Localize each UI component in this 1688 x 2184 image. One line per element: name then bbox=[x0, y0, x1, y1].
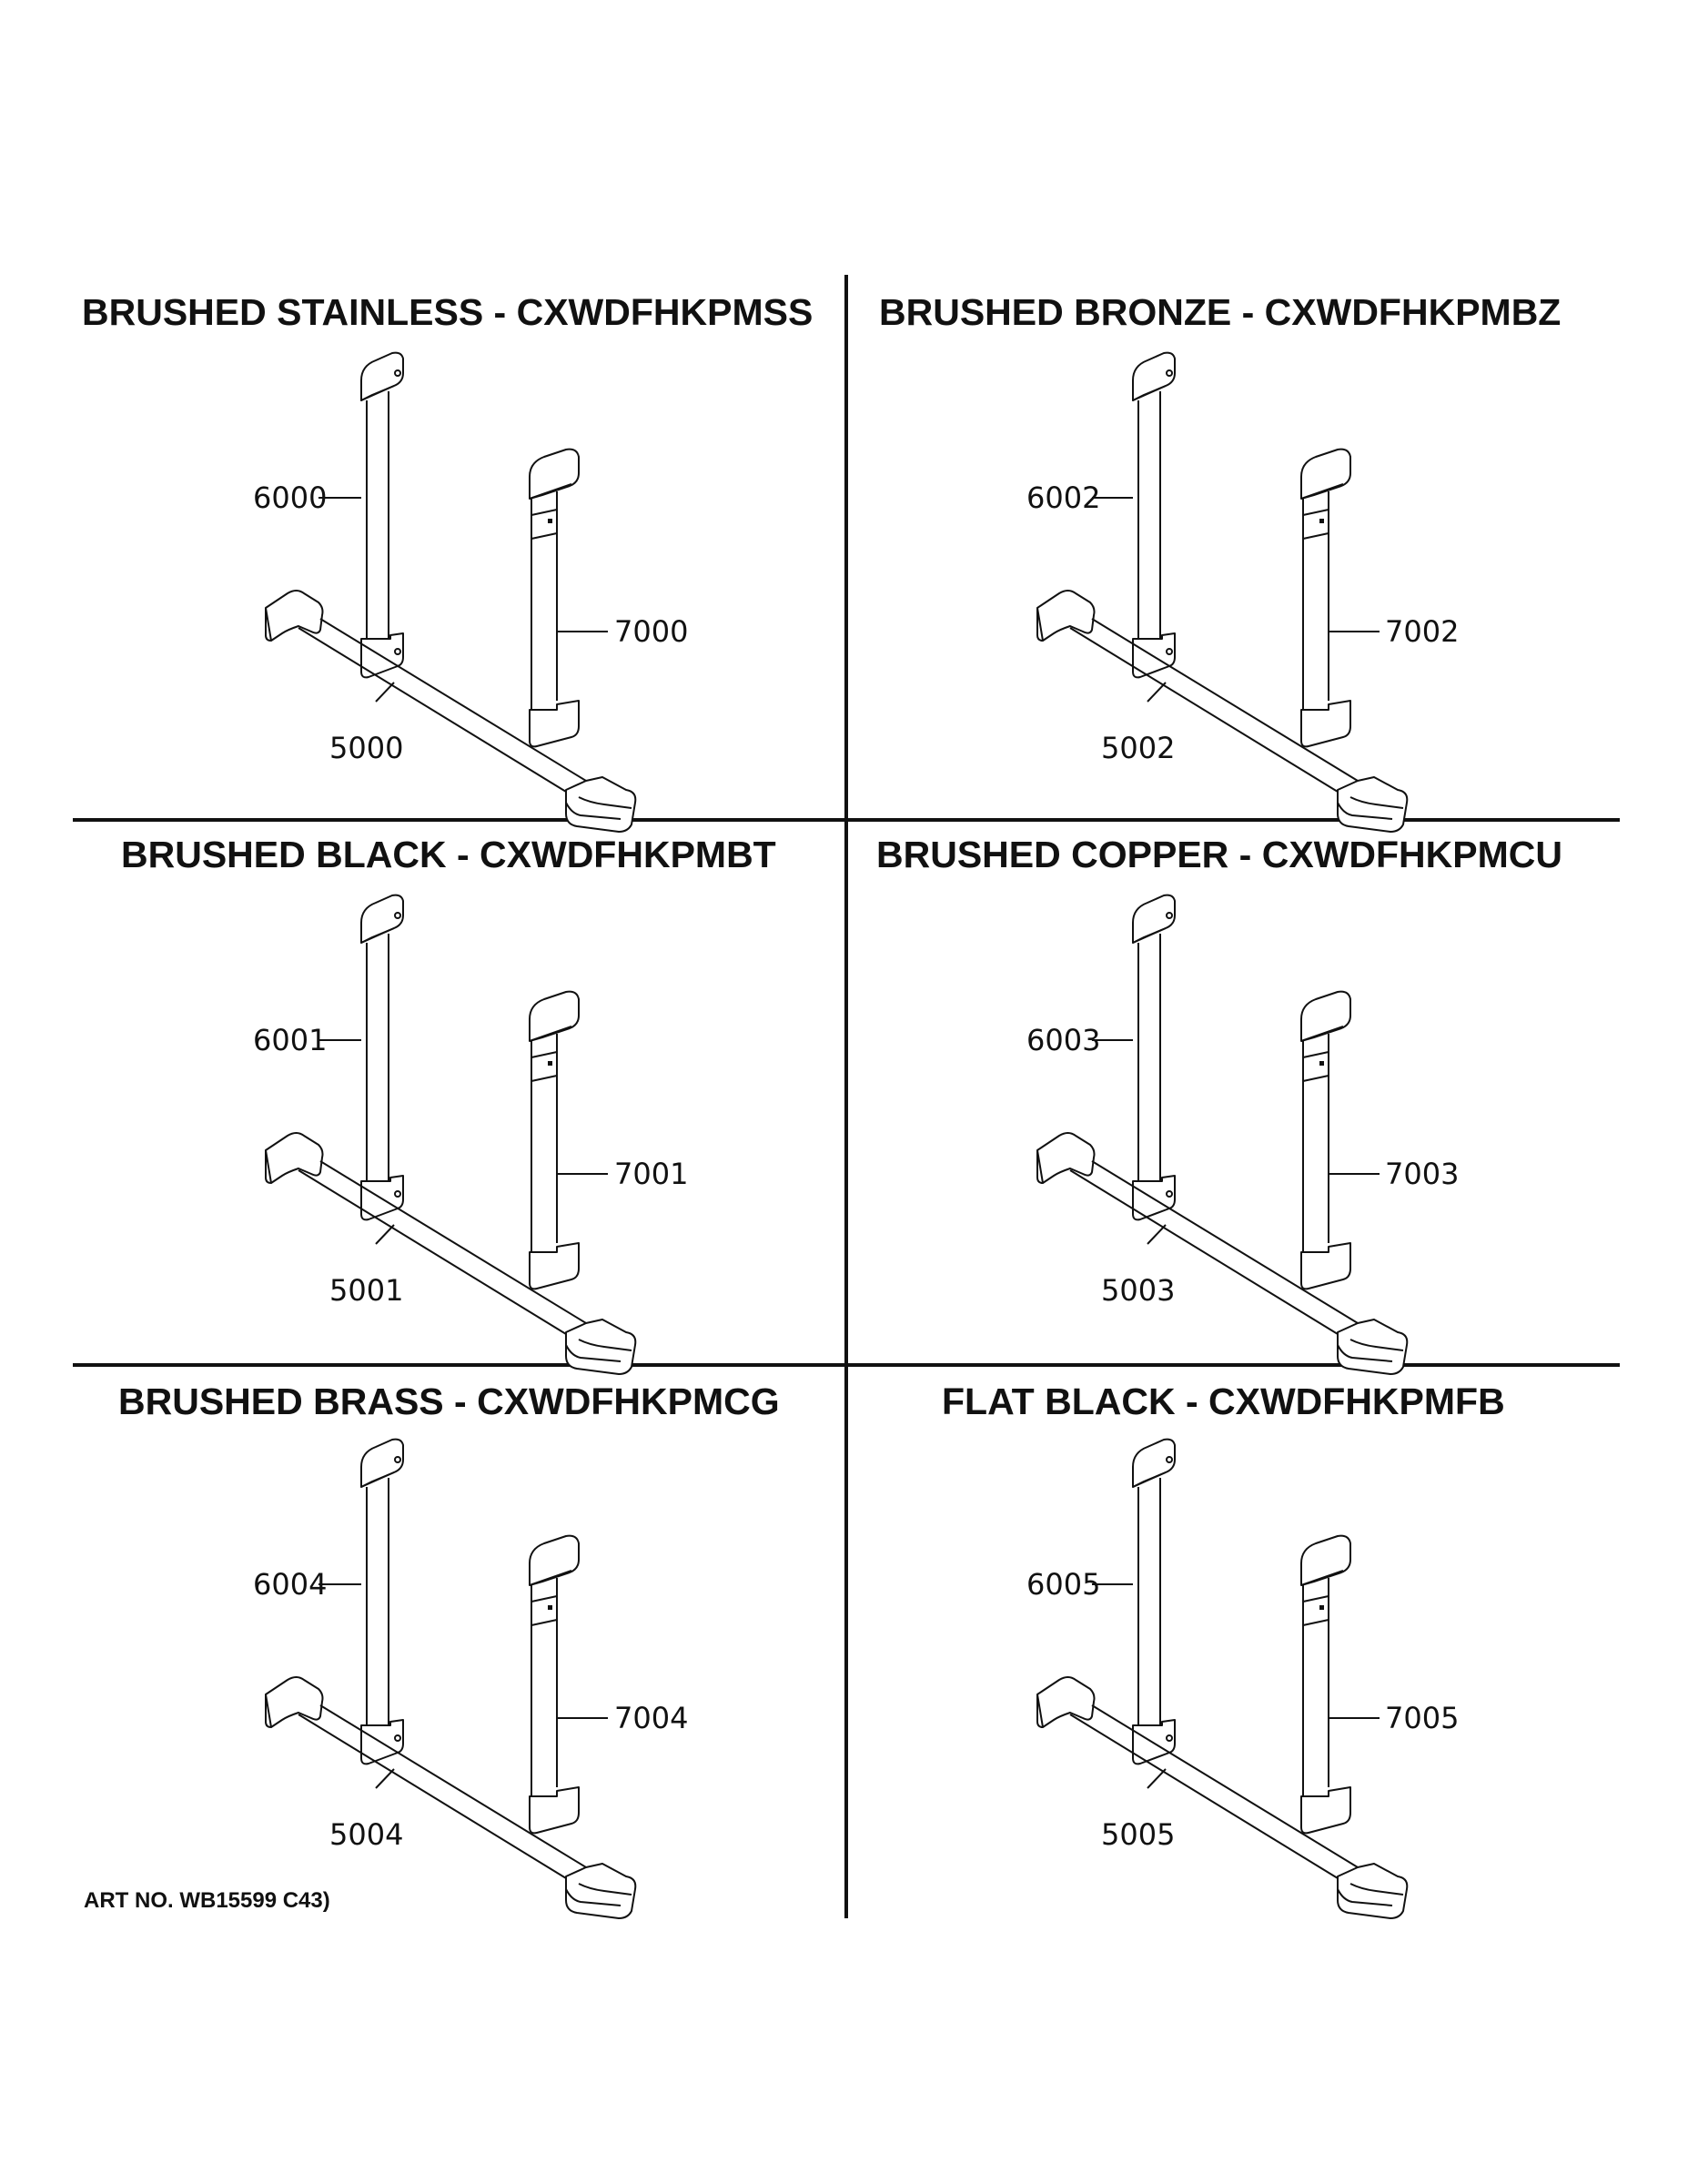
drawer-handle-part bbox=[265, 590, 637, 833]
callout-door-handle: 7002 bbox=[1385, 614, 1459, 649]
callout-drawer-handle: 5005 bbox=[1101, 1817, 1175, 1852]
callout-door-handle: 7003 bbox=[1385, 1157, 1459, 1191]
callout-door-handle: 7004 bbox=[614, 1701, 688, 1735]
side-handle-part bbox=[1132, 351, 1176, 679]
door-handle-part bbox=[1300, 1534, 1351, 1835]
panel-brushed-brass: BRUSHED BRASS - CXWDFHKPMCG 6004 7004 50… bbox=[118, 1380, 780, 1919]
callout-door-handle: 7005 bbox=[1385, 1701, 1459, 1735]
panel-brushed-black: BRUSHED BLACK - CXWDFHKPMBT 6001 7001 50… bbox=[121, 834, 776, 1375]
panel-title: FLAT BLACK - CXWDFHKPMFB bbox=[942, 1380, 1505, 1422]
callout-side-handle: 6001 bbox=[253, 1023, 327, 1057]
drawer-handle-part bbox=[265, 1676, 637, 1919]
door-handle-part bbox=[529, 448, 580, 748]
drawer-handle-part bbox=[1036, 1132, 1409, 1375]
callout-door-handle: 7001 bbox=[614, 1157, 688, 1191]
door-handle-part bbox=[529, 990, 580, 1290]
art-number: ART NO. WB15599 C43) bbox=[84, 1888, 330, 1913]
door-handle-part bbox=[529, 1534, 580, 1835]
door-handle-part bbox=[1300, 448, 1351, 748]
callout-drawer-handle: 5003 bbox=[1101, 1273, 1175, 1308]
callout-drawer-handle: 5002 bbox=[1101, 731, 1175, 765]
side-handle-part bbox=[1132, 894, 1176, 1221]
callout-side-handle: 6003 bbox=[1026, 1023, 1100, 1057]
drawer-handle-part bbox=[265, 1132, 637, 1375]
panel-title: BRUSHED BLACK - CXWDFHKPMBT bbox=[121, 834, 776, 875]
side-handle-part bbox=[1132, 1438, 1176, 1765]
callout-drawer-handle: 5004 bbox=[329, 1817, 403, 1852]
callout-side-handle: 6004 bbox=[253, 1567, 327, 1602]
panel-title: BRUSHED COPPER - CXWDFHKPMCU bbox=[876, 834, 1562, 875]
callout-side-handle: 6005 bbox=[1026, 1567, 1100, 1602]
side-handle-part bbox=[360, 351, 404, 679]
panel-title: BRUSHED BRONZE - CXWDFHKPMBZ bbox=[879, 291, 1561, 333]
panel-title: BRUSHED STAINLESS - CXWDFHKPMSS bbox=[82, 291, 813, 333]
panel-flat-black: FLAT BLACK - CXWDFHKPMFB 6005 7005 5005 bbox=[942, 1380, 1505, 1919]
side-handle-part bbox=[360, 894, 404, 1221]
panel-brushed-stainless: BRUSHED STAINLESS - CXWDFHKPMSS 6000 700… bbox=[82, 291, 813, 833]
drawer-handle-part bbox=[1036, 1676, 1409, 1919]
callout-side-handle: 6002 bbox=[1026, 480, 1100, 515]
callout-drawer-handle: 5001 bbox=[329, 1273, 403, 1308]
callout-drawer-handle: 5000 bbox=[329, 731, 403, 765]
panel-brushed-bronze: BRUSHED BRONZE - CXWDFHKPMBZ 6002 7002 5… bbox=[879, 291, 1561, 833]
drawer-handle-part bbox=[1036, 590, 1409, 833]
side-handle-part bbox=[360, 1438, 404, 1765]
panel-title: BRUSHED BRASS - CXWDFHKPMCG bbox=[118, 1380, 780, 1422]
callout-side-handle: 6000 bbox=[253, 480, 327, 515]
panel-brushed-copper: BRUSHED COPPER - CXWDFHKPMCU 6003 7003 5… bbox=[876, 834, 1562, 1375]
callout-door-handle: 7000 bbox=[614, 614, 688, 649]
door-handle-part bbox=[1300, 990, 1351, 1290]
